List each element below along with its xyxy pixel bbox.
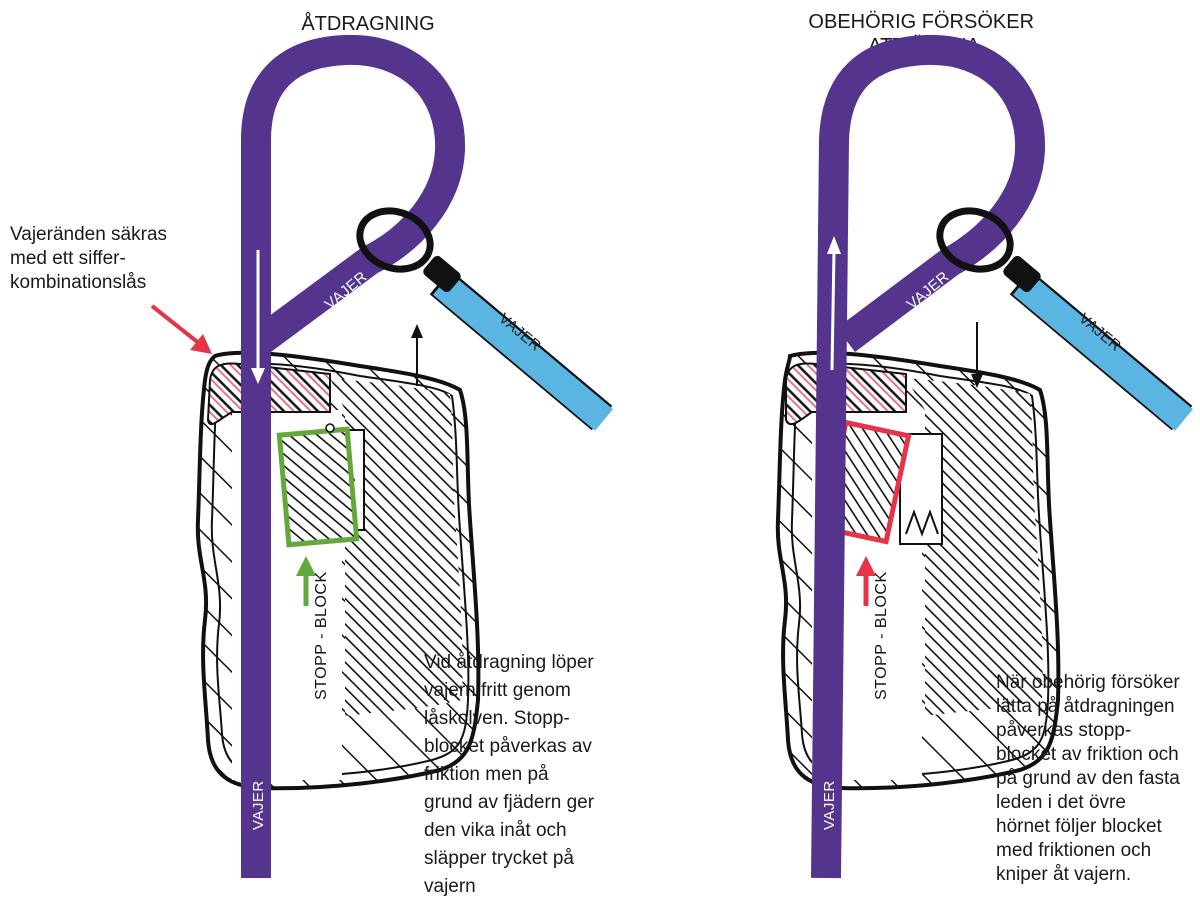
pivot xyxy=(326,424,334,432)
description-line: med friktionen och xyxy=(996,840,1151,861)
left-wire-label-vertical: VAJER xyxy=(250,780,267,830)
description-line: leden i det övre xyxy=(996,792,1126,813)
right-wire-label-vertical: VAJER xyxy=(821,780,838,830)
left-block-label: STOPP - BLOCK xyxy=(313,571,330,700)
right-block-label: STOPP - BLOCK xyxy=(873,571,890,700)
description-line: hörnet följer blocket xyxy=(996,816,1163,837)
left-side-note: Vajeränden säkras med ett siffer- kombin… xyxy=(10,224,172,293)
right-panel: OBEHÖRIG FÖRSÖKER ATT ÖPPNA STOPP - BLOC… xyxy=(778,11,1185,885)
stop-block-green xyxy=(279,429,356,545)
lock-bolt xyxy=(906,378,1043,716)
description-line: låskolven. Stopp- xyxy=(424,708,570,729)
description-line: på grund av den fasta xyxy=(996,768,1180,789)
description-line: blocket påverkas av xyxy=(424,736,592,757)
description-line: friktion men på xyxy=(424,764,549,785)
description-line: påverkas stopp- xyxy=(996,720,1131,741)
right-description: När obehörig försöker lätta på åtdragnin… xyxy=(996,672,1185,885)
description-line: lätta på åtdragningen xyxy=(996,696,1175,717)
left-title: ÅTDRAGNING xyxy=(301,12,434,35)
description-line: Vid åtdragning löper xyxy=(424,652,594,673)
description-line: grund av fjädern ger xyxy=(424,792,595,813)
left-description: Vid åtdragning löper vajern fritt genom … xyxy=(424,652,599,897)
description-line: vajern fritt genom xyxy=(424,680,571,701)
side-note-line: kombinationslås xyxy=(10,272,146,293)
description-line: blocket av friktion och xyxy=(996,744,1179,765)
description-line: den vika inåt och xyxy=(424,820,567,841)
description-line: vajern xyxy=(424,876,476,897)
pointer-arrow-red xyxy=(152,306,212,354)
side-note-line: med ett siffer- xyxy=(10,248,126,269)
description-line: kniper åt vajern. xyxy=(996,864,1131,885)
left-panel: ÅTDRAGNING Vajeränden säkras med ett sif… xyxy=(10,12,604,897)
right-title-line: OBEHÖRIG FÖRSÖKER xyxy=(808,11,1034,33)
down-arrow xyxy=(971,322,983,388)
side-note-line: Vajeränden säkras xyxy=(10,224,167,245)
description-line: släpper trycket på xyxy=(424,848,574,869)
description-line: När obehörig försöker xyxy=(996,672,1180,693)
